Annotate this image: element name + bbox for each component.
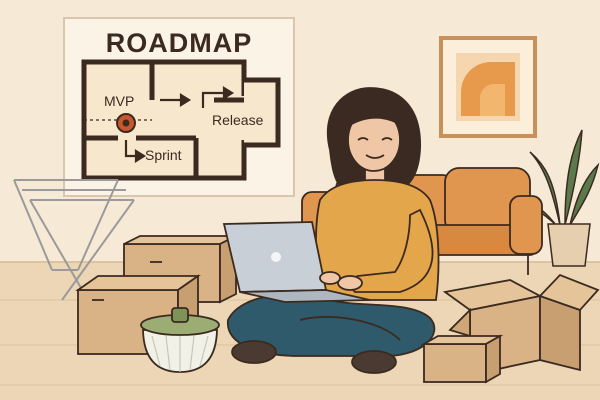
map-pin-icon xyxy=(116,113,136,133)
laptop xyxy=(222,221,371,303)
drying-rack xyxy=(13,179,135,301)
arrow-up-right-icon xyxy=(201,86,235,108)
roadmap-poster: ROADMAP MVP Release Sprint xyxy=(63,17,295,197)
woman-with-laptop xyxy=(222,87,440,374)
plan-label-mvp: MVP xyxy=(104,93,134,109)
arrow-right-icon xyxy=(160,93,192,107)
plant-pot xyxy=(547,223,591,267)
salad-spinner xyxy=(140,307,220,373)
potted-plant xyxy=(514,129,600,267)
framed-art xyxy=(439,36,537,138)
plan-label-release: Release xyxy=(212,112,264,128)
plant-leaves xyxy=(514,129,600,226)
plan-label-sprint: Sprint xyxy=(145,147,182,163)
shoe-left xyxy=(231,340,277,364)
shoe-right xyxy=(351,350,397,374)
small-box-right xyxy=(420,334,504,384)
poster-title: ROADMAP xyxy=(106,28,253,58)
arrow-down-right-icon xyxy=(124,140,147,163)
